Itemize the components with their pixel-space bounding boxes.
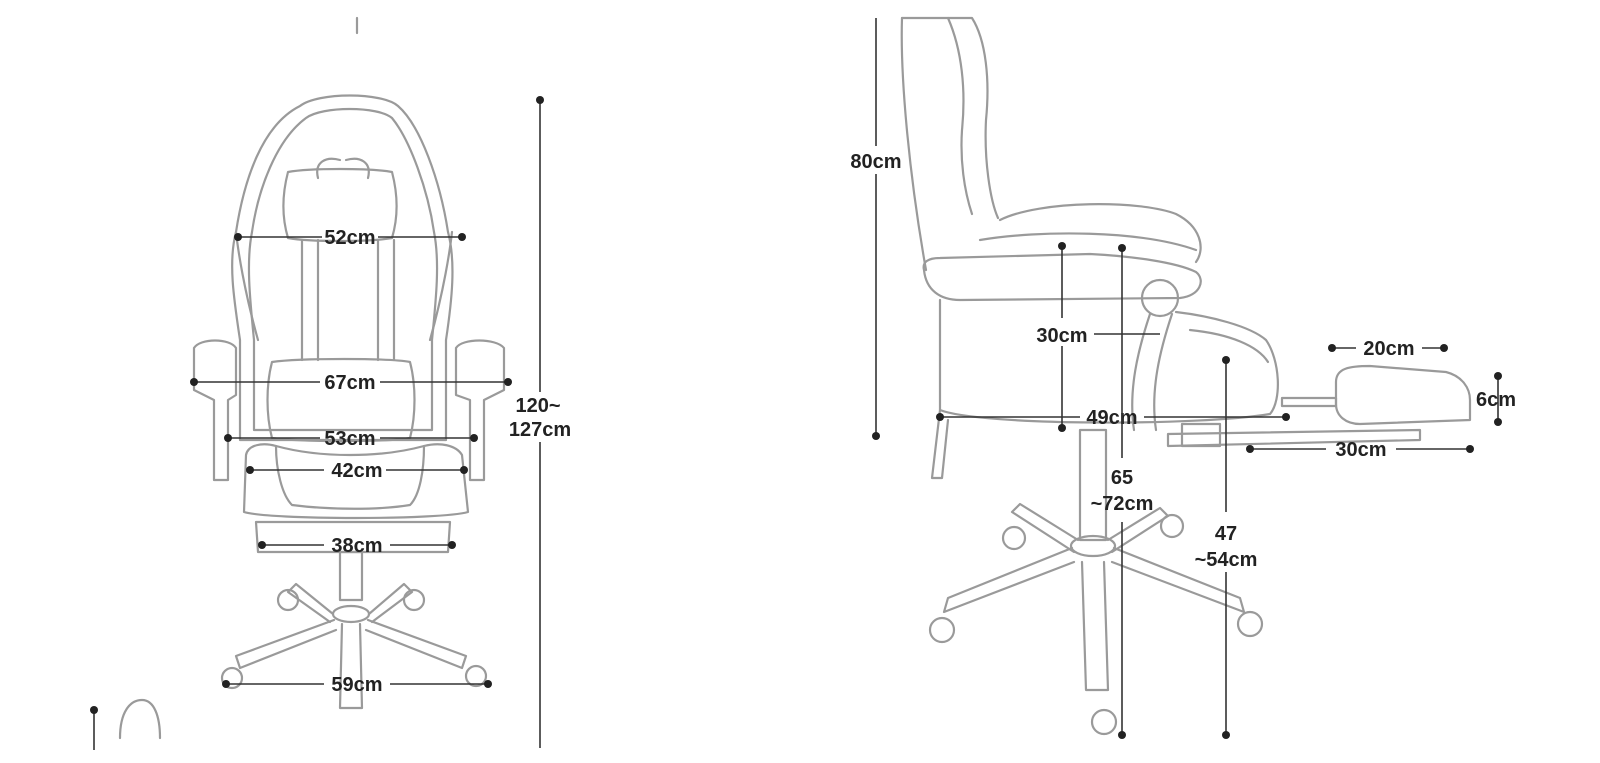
side-view-chair xyxy=(900,16,1472,736)
armrest-floor-label-line1: 65 xyxy=(1111,467,1133,489)
dim-backrest-height: 80cm xyxy=(850,18,902,440)
dim-seat-width: 42cm xyxy=(246,460,468,482)
dim-armrest-height: 30cm xyxy=(1036,242,1160,432)
armrest-floor-label-line2: ~72cm xyxy=(1091,493,1154,515)
backrest-height-label: 80cm xyxy=(850,151,901,173)
dim-footrest-thickness: 6cm xyxy=(1476,372,1516,426)
backrest-width-label: 53cm xyxy=(324,428,375,450)
footrest-depth-label: 20cm xyxy=(1363,338,1414,360)
dim-backrest-width: 53cm xyxy=(224,428,478,450)
dim-total-height: 120~ 127cm xyxy=(509,96,571,748)
dim-footrest-depth: 20cm xyxy=(1328,338,1448,360)
front-view-chair xyxy=(118,16,506,740)
dim-seat-height: 47 ~54cm xyxy=(1195,356,1258,739)
seat-height-label-line1: 47 xyxy=(1215,523,1237,545)
headrest-width-label: 52cm xyxy=(324,227,375,249)
base-width-label: 59cm xyxy=(331,674,382,696)
armrest-span-label: 67cm xyxy=(324,372,375,394)
total-height-label-line1: 120~ xyxy=(515,395,560,417)
footrest-extension-label: 30cm xyxy=(1335,439,1386,461)
total-height-label-line2: 127cm xyxy=(509,419,571,441)
seat-width-label: 42cm xyxy=(331,460,382,482)
dim-base-width: 59cm xyxy=(222,674,492,696)
dim-footrest-width: 38cm xyxy=(258,535,456,557)
front-view-dimensions: 52cm 67cm 53cm 42cm xyxy=(90,96,571,750)
dim-seat-depth: 49cm xyxy=(936,407,1290,429)
dim-armrest-span: 67cm xyxy=(190,372,512,394)
side-view-dimensions: 80cm 30cm 49cm 65 ~72cm xyxy=(850,18,1516,739)
armrest-height-label: 30cm xyxy=(1036,325,1087,347)
dim-partial-bottom-left xyxy=(90,706,98,750)
dim-headrest-width: 52cm xyxy=(234,227,466,249)
dim-armrest-floor-height: 65 ~72cm xyxy=(1091,244,1154,739)
footrest-thickness-label: 6cm xyxy=(1476,389,1516,411)
seat-depth-label: 49cm xyxy=(1086,407,1137,429)
dim-footrest-extension: 30cm xyxy=(1246,439,1474,461)
footrest-width-label: 38cm xyxy=(331,535,382,557)
seat-height-label-line2: ~54cm xyxy=(1195,549,1258,571)
